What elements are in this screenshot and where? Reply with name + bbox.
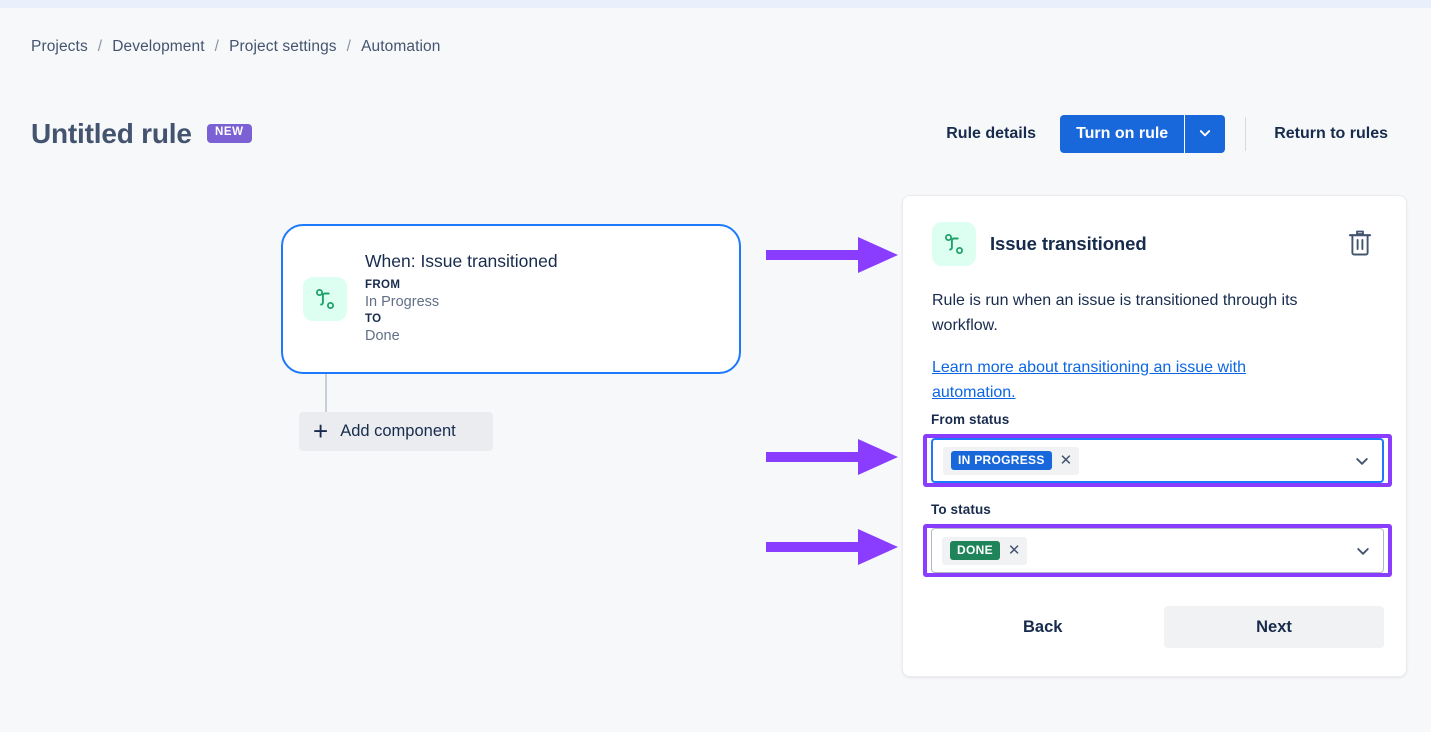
page-header: Untitled rule NEW Rule details Turn on r… — [0, 112, 1431, 160]
close-icon[interactable]: ✕ — [1059, 452, 1073, 469]
panel-title: Issue transitioned — [990, 233, 1147, 254]
trash-icon — [1347, 229, 1373, 260]
trigger-from-value: In Progress — [365, 294, 440, 310]
chevron-down-icon[interactable] — [1355, 543, 1371, 559]
trigger-from-label: FROM — [365, 279, 401, 291]
trigger-card[interactable]: When: Issue transitioned FROM In Progres… — [281, 224, 741, 374]
breadcrumb-item-project-settings[interactable]: Project settings — [229, 38, 337, 55]
back-button[interactable]: Back — [1009, 608, 1076, 647]
breadcrumb-separator: / — [346, 38, 352, 55]
breadcrumb-separator: / — [214, 38, 220, 55]
rule-details-button[interactable]: Rule details — [938, 119, 1044, 149]
to-status-select[interactable]: DONE ✕ — [931, 528, 1384, 573]
header-actions: Rule details Turn on rule Return to rule… — [938, 112, 1396, 156]
breadcrumb-separator: / — [97, 38, 103, 55]
trigger-card-body: When: Issue transitioned FROM In Progres… — [365, 250, 558, 346]
breadcrumb-item-projects[interactable]: Projects — [31, 38, 88, 55]
to-status-chip[interactable]: DONE ✕ — [942, 536, 1028, 565]
panel-footer: Back Next — [931, 606, 1384, 648]
delete-trigger-button[interactable] — [1343, 225, 1377, 264]
top-accent-strip — [0, 0, 1431, 8]
header-divider — [1245, 117, 1247, 151]
from-status-label: From status — [931, 412, 1010, 427]
chevron-down-icon — [1198, 126, 1212, 143]
to-status-label: To status — [931, 502, 991, 517]
annotation-arrow-to-status — [766, 527, 898, 567]
issue-transitioned-icon — [932, 222, 976, 266]
breadcrumb-item-automation[interactable]: Automation — [361, 38, 441, 55]
annotation-arrow-panel-header — [766, 235, 898, 275]
add-component-label: Add component — [340, 422, 456, 440]
breadcrumb-item-development[interactable]: Development — [112, 38, 205, 55]
to-status-lozenge: DONE — [950, 541, 1000, 560]
next-button[interactable]: Next — [1164, 606, 1384, 648]
trigger-card-title: When: Issue transitioned — [365, 251, 558, 271]
annotation-highlight-from-status — [923, 434, 1392, 487]
issue-transitioned-icon — [303, 277, 347, 321]
new-badge: NEW — [207, 124, 252, 143]
from-status-select[interactable]: IN PROGRESS ✕ — [931, 438, 1384, 483]
annotation-arrow-from-status — [766, 437, 898, 477]
chevron-down-icon[interactable] — [1354, 453, 1370, 469]
turn-on-rule-dropdown-button[interactable] — [1185, 115, 1226, 153]
close-icon[interactable]: ✕ — [1007, 542, 1021, 559]
panel-header: Issue transitioned — [932, 222, 1377, 266]
trigger-to-value: Done — [365, 328, 400, 344]
from-status-chip[interactable]: IN PROGRESS ✕ — [943, 446, 1080, 475]
flow-connector-line — [325, 374, 327, 412]
return-to-rules-button[interactable]: Return to rules — [1266, 119, 1396, 149]
panel-description: Rule is run when an issue is transitione… — [932, 292, 1298, 334]
annotation-highlight-to-status — [923, 524, 1392, 577]
trigger-to-label: TO — [365, 313, 382, 325]
from-status-lozenge: IN PROGRESS — [951, 451, 1052, 470]
learn-more-link[interactable]: Learn more about transitioning an issue … — [932, 359, 1246, 401]
turn-on-rule-group: Turn on rule — [1060, 115, 1226, 153]
breadcrumb: Projects / Development / Project setting… — [31, 38, 441, 56]
add-component-button[interactable]: + Add component — [299, 412, 493, 451]
plus-icon: + — [313, 415, 329, 446]
turn-on-rule-button[interactable]: Turn on rule — [1060, 115, 1186, 153]
page-title: Untitled rule — [31, 118, 192, 149]
